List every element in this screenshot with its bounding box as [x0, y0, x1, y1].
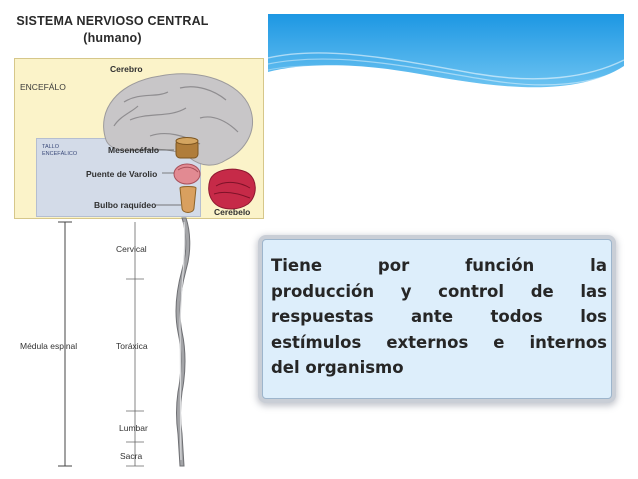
info-text: Tiene por función la producción y contro…	[271, 253, 607, 381]
label-tallo-line2: ENCEFÁLICO	[42, 151, 78, 157]
diagram-subtitle: (humano)	[83, 31, 142, 45]
info-word: los	[580, 307, 607, 326]
label-cerebro: Cerebro	[110, 64, 143, 74]
label-cerebelo: Cerebelo	[214, 207, 251, 217]
label-cervical: Cervical	[116, 244, 147, 254]
info-line: Tiene por función la	[271, 253, 607, 279]
info-line: producción y control de las	[271, 279, 607, 305]
info-line: respuestas ante todos los	[271, 304, 607, 330]
info-word: las	[580, 281, 607, 301]
info-word: la	[590, 256, 607, 275]
info-word: respuestas	[271, 307, 374, 326]
info-word: e	[493, 332, 505, 352]
info-word: control	[438, 281, 505, 301]
label-lumbar: Lumbar	[119, 423, 148, 433]
diagram-title: SISTEMA NERVIOSO CENTRAL	[16, 14, 209, 28]
info-line-last: del organismo	[271, 358, 404, 377]
info-word: de	[530, 281, 554, 301]
label-sacra: Sacra	[120, 451, 143, 461]
info-word: estímulos	[271, 332, 362, 352]
wave-header-decoration	[268, 14, 624, 96]
info-word: todos	[490, 307, 543, 326]
info-word: Tiene	[271, 256, 323, 275]
info-word: por	[377, 256, 410, 275]
info-word: externos	[386, 332, 469, 352]
info-word: internos	[529, 332, 607, 352]
info-line: estímulos externos e internos	[271, 330, 607, 356]
info-word: ante	[411, 307, 454, 326]
label-tallo-line1: TALLO	[42, 144, 60, 150]
label-bulbo-raquideo: Bulbo raquídeo	[94, 200, 157, 210]
info-word: producción	[271, 281, 375, 301]
info-word: función	[465, 256, 535, 275]
info-box: Tiene por función la producción y contro…	[262, 239, 612, 399]
label-encefalo: ENCEFÁLO	[20, 82, 66, 92]
label-puente-de-varolio: Puente de Varolio	[86, 169, 158, 179]
label-mesencefalo: Mesencéfalo	[108, 145, 160, 155]
info-word: y	[400, 281, 412, 301]
label-toraxica: Toráxica	[116, 341, 148, 351]
label-medula-espinal: Médula espinal	[20, 341, 78, 351]
